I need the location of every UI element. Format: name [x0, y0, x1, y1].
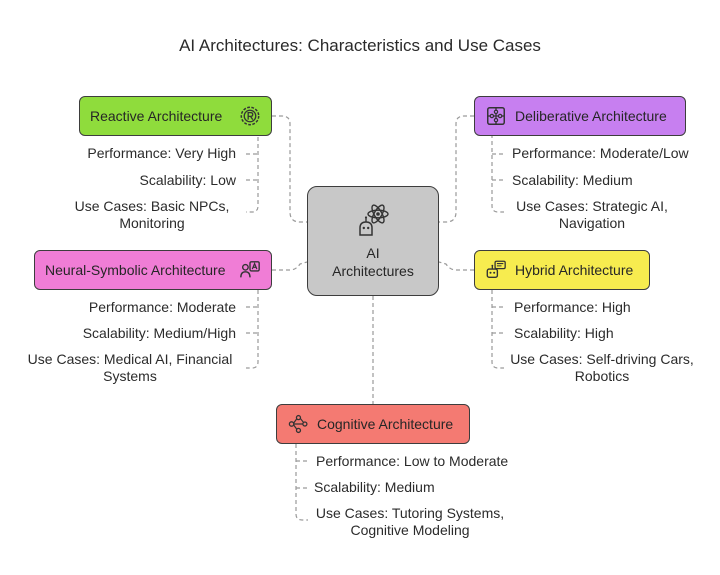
connector-hybrid-details	[491, 290, 504, 369]
ai-robot-atom-icon	[356, 201, 392, 237]
reactive-use-cases: Use Cases: Basic NPCs, Monitoring	[74, 198, 230, 231]
connector-neural-symbolic	[272, 261, 308, 271]
hybrid-use-cases: Use Cases: Self-driving Cars, Robotics	[510, 351, 694, 384]
deliberative-architecture-label: Deliberative Architecture	[515, 108, 667, 124]
cognitive-scalability: Scalability: Medium	[314, 479, 435, 495]
hybrid-scalability: Scalability: High	[514, 325, 614, 341]
gear-r-icon	[239, 105, 261, 127]
cognitive-performance: Performance: Low to Moderate	[316, 453, 509, 469]
neural-symbolic-performance: Performance: Moderate	[88, 299, 236, 315]
neural-symbolic-use-cases: Use Cases: Medical AI, Financial Systems	[27, 351, 233, 384]
deliberative-architecture-node: Deliberative Architecture	[474, 96, 686, 136]
neural-symbolic-scalability: Scalability: Medium/High	[82, 325, 236, 341]
deliberative-performance: Performance: Moderate/Low	[512, 145, 689, 161]
ai-architectures-center-node: AI Architectures	[307, 186, 439, 296]
connector-deliberative	[439, 115, 474, 223]
connector-cognitive-details	[295, 444, 308, 521]
hybrid-performance: Performance: High	[514, 299, 631, 315]
cognitive-architecture-node: Cognitive Architecture	[276, 404, 470, 444]
network-nodes-icon	[287, 413, 309, 435]
hybrid-architecture-node: Hybrid Architecture	[474, 250, 650, 290]
puzzle-grid-icon	[485, 105, 507, 127]
cognitive-architecture-label: Cognitive Architecture	[317, 416, 454, 432]
reactive-performance: Performance: Very High	[87, 145, 236, 161]
deliberative-scalability: Scalability: Medium	[512, 172, 633, 188]
neural-symbolic-architecture-label: Neural-Symbolic Architecture	[45, 262, 226, 278]
ai-architectures-label: AI Architectures	[332, 245, 414, 279]
reactive-scalability: Scalability: Low	[139, 172, 237, 188]
reactive-architecture-node: Reactive Architecture	[79, 96, 272, 136]
neural-symbolic-architecture-node: Neural-Symbolic Architecture	[34, 250, 272, 290]
connector-neural-details	[246, 290, 259, 369]
connector-reactive-details	[246, 130, 259, 213]
connector-reactive	[272, 115, 307, 223]
person-letter-icon	[239, 259, 261, 281]
robot-chat-icon	[485, 259, 507, 281]
hybrid-architecture-label: Hybrid Architecture	[515, 262, 634, 278]
connector-hybrid	[438, 261, 474, 271]
cognitive-use-cases: Use Cases: Tutoring Systems, Cognitive M…	[315, 505, 505, 538]
deliberative-use-cases: Use Cases: Strategic AI, Navigation	[516, 198, 668, 231]
reactive-architecture-label: Reactive Architecture	[90, 108, 223, 124]
connector-deliberative-details	[491, 134, 504, 213]
diagram-title: AI Architectures: Characteristics and Us…	[179, 36, 541, 55]
